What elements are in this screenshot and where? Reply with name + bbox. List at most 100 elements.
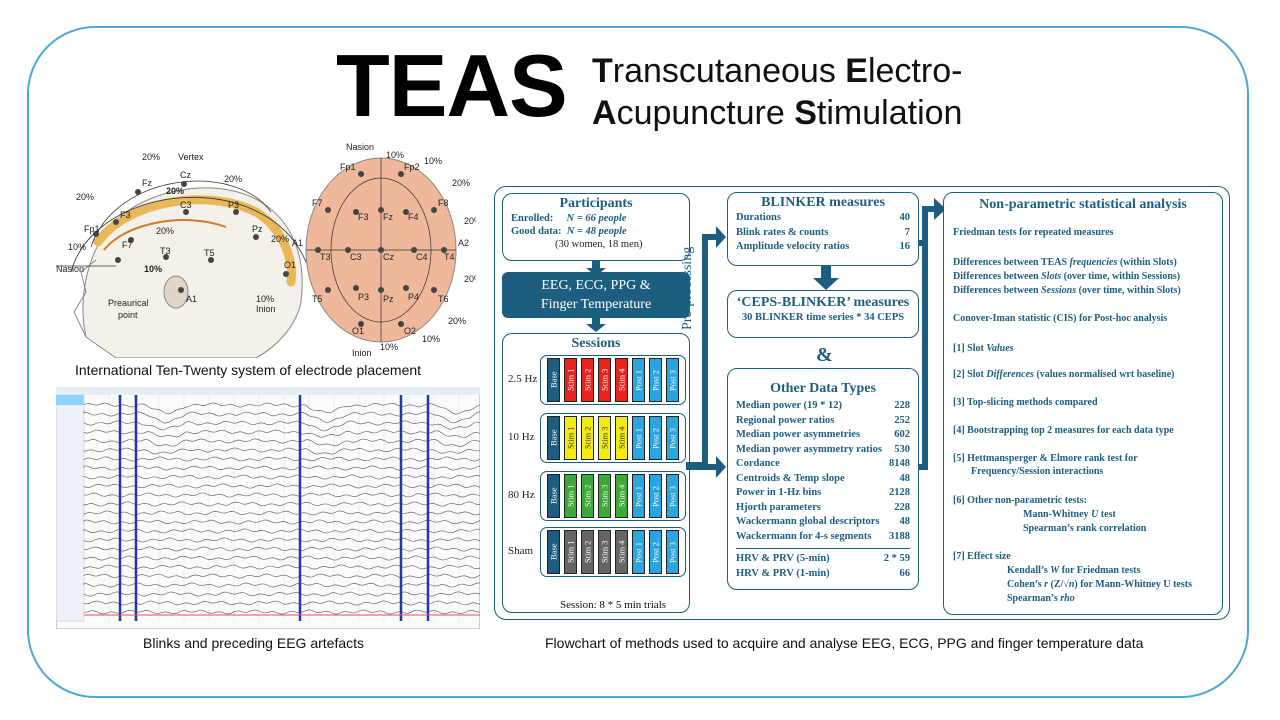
measure-row: Durations 40 (736, 211, 910, 226)
svg-text:T3: T3 (160, 246, 171, 256)
measure-label: Median power asymmetry ratios (736, 443, 882, 455)
svg-text:10%: 10% (422, 334, 440, 344)
session-freq-label: 10 Hz (508, 431, 535, 443)
measure-label: HRV & PRV (1-min) (736, 567, 830, 579)
svg-text:F7: F7 (312, 198, 323, 208)
measure-label: Centroids & Temp slope (736, 472, 845, 484)
svg-text:20%: 20% (166, 186, 184, 196)
svg-text:F4: F4 (408, 212, 419, 222)
measure-row: Hjorth parameters 228 (736, 501, 910, 516)
measure-count: 228 (894, 501, 910, 513)
measure-count: 602 (894, 429, 910, 440)
svg-text:20%: 20% (224, 174, 242, 184)
svg-text:10%: 10% (424, 156, 442, 166)
measure-row: Median power (19 * 12)228 (736, 399, 910, 414)
measure-count: 16 (899, 241, 911, 252)
svg-text:20%: 20% (464, 216, 476, 226)
session-freq-label: 80 Hz (508, 489, 535, 501)
measure-count: 66 (899, 567, 911, 579)
svg-text:Cz: Cz (383, 252, 394, 262)
svg-text:A1: A1 (292, 238, 303, 248)
measure-row: Cordance 8148 (736, 457, 910, 472)
svg-text:P3: P3 (228, 200, 239, 210)
slide-subtitle: Transcutaneous Electro- Acupuncture Stim… (592, 52, 963, 132)
sessions-footer: Session: 8 * 5 min trials (560, 599, 667, 611)
svg-text:Vertex: Vertex (178, 152, 204, 162)
svg-text:10%: 10% (144, 264, 162, 274)
svg-text:Preaurical: Preaurical (108, 298, 149, 308)
measure-row: Centroids & Temp slope 48 (736, 472, 910, 487)
svg-text:20%: 20% (142, 152, 160, 162)
svg-text:Fz: Fz (383, 212, 393, 222)
svg-text:Pz: Pz (383, 294, 394, 304)
svg-text:O2: O2 (404, 326, 416, 336)
measure-count: 48 (899, 472, 911, 484)
svg-text:A1: A1 (186, 294, 197, 304)
svg-text:F8: F8 (438, 198, 449, 208)
session-row-3 (540, 527, 686, 577)
ceps-box: ‘CEPS-BLINKER’ measures 30 BLINKER time … (727, 290, 919, 338)
svg-text:20%: 20% (448, 316, 466, 326)
measure-label: Blink rates & counts (736, 226, 829, 238)
measure-row: HRV & PRV (5-min)2 * 59 (736, 552, 910, 567)
measure-label: Power in 1-Hz bins (736, 487, 822, 498)
session-freq-label: 2.5 Hz (508, 373, 538, 385)
measure-row: HRV & PRV (1-min) 66 (736, 567, 910, 582)
measure-label: Hjorth parameters (736, 501, 821, 513)
measure-count: 48 (899, 516, 911, 527)
svg-text:Fz: Fz (142, 178, 152, 188)
ampersand: & (816, 344, 833, 366)
eeg-trace-figure (56, 387, 480, 629)
svg-text:A2: A2 (458, 238, 469, 248)
svg-text:Inion: Inion (256, 304, 276, 314)
session-freq-label: Sham (508, 545, 534, 557)
svg-text:O1: O1 (352, 326, 364, 336)
svg-text:Nasion: Nasion (346, 142, 374, 152)
svg-text:T4: T4 (444, 252, 455, 262)
measure-label: Durations (736, 212, 781, 223)
measure-row: Blink rates & counts 7 (736, 226, 910, 241)
acquisition-box: EEG, ECG, PPG & Finger Temperature (502, 272, 690, 318)
svg-text:Fp1: Fp1 (84, 224, 100, 234)
svg-text:T5: T5 (312, 294, 323, 304)
svg-text:20%: 20% (464, 274, 476, 284)
svg-text:T6: T6 (438, 294, 449, 304)
slide-frame (27, 26, 1249, 698)
svg-text:T5: T5 (204, 248, 215, 258)
other-data-box: Other Data Types Median power (19 * 12)2… (727, 368, 919, 590)
svg-text:O1: O1 (284, 260, 296, 270)
svg-text:10%: 10% (386, 150, 404, 160)
measure-row: Amplitude velocity ratios 16 (736, 240, 910, 255)
slide-title: TEAS (336, 36, 568, 135)
flow-arrows (586, 198, 1092, 551)
svg-text:F3: F3 (120, 210, 131, 220)
measure-count: 40 (899, 212, 911, 223)
svg-text:C4: C4 (416, 252, 428, 262)
measure-label: Cordance (736, 458, 780, 469)
measure-count: 3188 (889, 530, 910, 542)
measure-label: Amplitude velocity ratios (736, 241, 850, 252)
participants-box: Participants Enrolled: N = 66 people Goo… (502, 193, 690, 261)
ten-twenty-figure: 20% Vertex 20% 20% 20% 20% 10% 10% 10% 2… (56, 142, 476, 358)
svg-text:10%: 10% (68, 242, 86, 252)
svg-text:20%: 20% (452, 178, 470, 188)
svg-text:20%: 20% (76, 192, 94, 202)
svg-text:20%: 20% (271, 234, 289, 244)
flowchart-caption: Flowchart of methods used to acquire and… (545, 635, 1144, 651)
measure-count: 8148 (889, 458, 910, 469)
preprocessing-label: Pre-processing (680, 246, 695, 330)
measure-label: HRV & PRV (5-min) (736, 553, 830, 564)
stats-box: Non-parametric statistical analysis (943, 192, 1223, 615)
svg-text:P3: P3 (358, 292, 369, 302)
svg-text:F3: F3 (358, 212, 369, 222)
measure-count: 7 (904, 226, 910, 238)
session-row-2 (540, 471, 686, 521)
svg-text:Cz: Cz (180, 170, 191, 180)
svg-text:20%: 20% (156, 226, 174, 236)
svg-text:Nasion: Nasion (56, 264, 84, 274)
svg-text:10%: 10% (380, 342, 398, 352)
